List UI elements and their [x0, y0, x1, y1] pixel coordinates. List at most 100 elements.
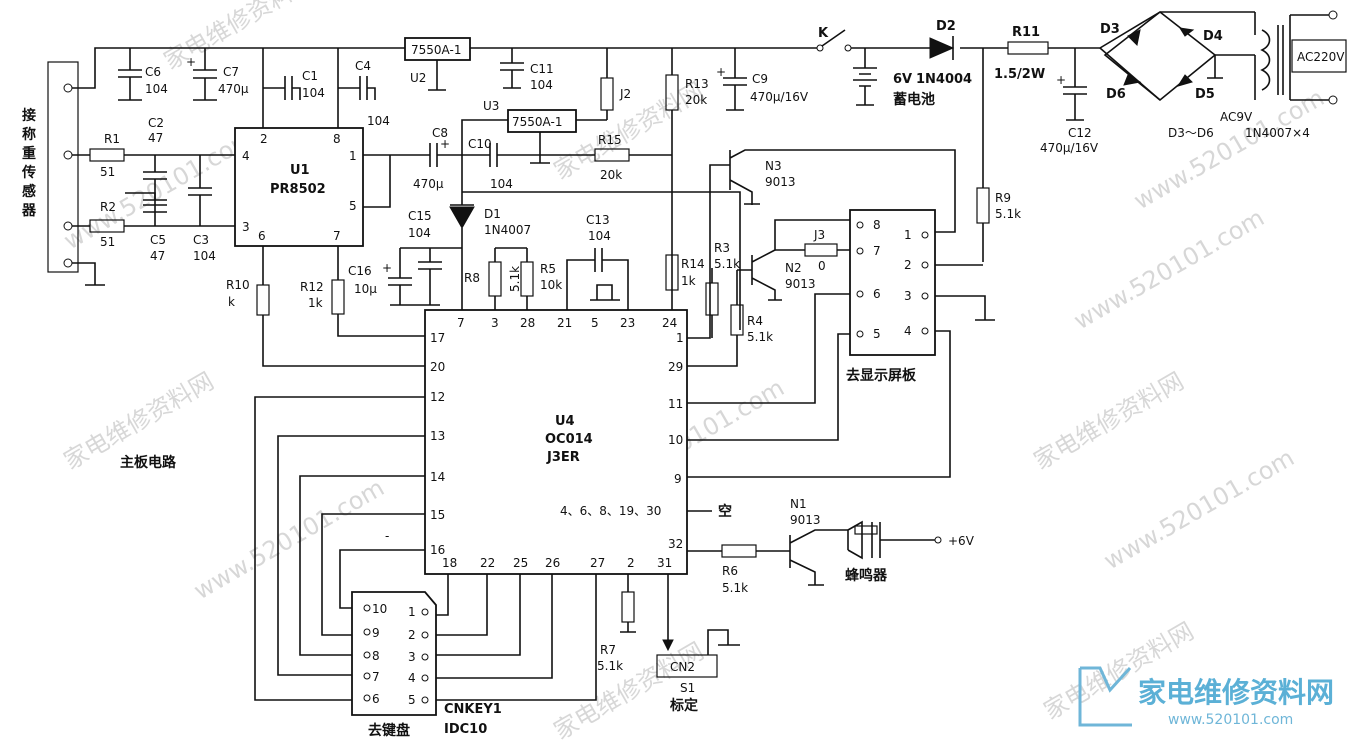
resistor-r9: R9 5.1k: [976, 48, 1021, 262]
svg-text:104: 104: [530, 78, 553, 92]
input-wires: [124, 154, 235, 227]
capacitor-c4: C4 104: [338, 59, 390, 128]
pin10-wire: [687, 333, 850, 441]
capacitor-c3: C3 104: [188, 155, 216, 263]
svg-text:9: 9: [372, 626, 380, 640]
svg-text:R7: R7: [600, 643, 616, 657]
svg-text:IDC10: IDC10: [444, 722, 487, 737]
svg-text:C16: C16: [348, 264, 372, 278]
svg-text:D5: D5: [1195, 87, 1215, 102]
svg-text:+: +: [186, 55, 196, 69]
svg-text:C1: C1: [302, 69, 318, 83]
svg-text:标定: 标定: [669, 697, 698, 714]
resistor-r1: R1 51: [89, 132, 125, 179]
svg-text:N3: N3: [765, 159, 782, 173]
svg-text:27: 27: [590, 556, 605, 570]
svg-text:5.1k: 5.1k: [722, 581, 748, 595]
capacitor-c1: C1 104: [263, 69, 325, 100]
svg-text:蓄电池: 蓄电池: [893, 91, 935, 108]
svg-text:R10: R10: [226, 278, 250, 292]
svg-text:16: 16: [430, 543, 445, 557]
svg-text:20k: 20k: [685, 93, 707, 107]
display-right-wires: [935, 264, 995, 321]
svg-text:3: 3: [904, 289, 912, 303]
svg-text:6: 6: [372, 692, 380, 706]
svg-text:104: 104: [588, 229, 611, 243]
dash-mark: -: [385, 529, 389, 543]
resistor-r11: R11 1.5/2W: [994, 25, 1049, 82]
svg-text:1k: 1k: [681, 274, 696, 288]
svg-text:4: 4: [904, 324, 912, 338]
resistor-r6: R6 5.1k: [687, 544, 790, 595]
svg-text:26: 26: [545, 556, 560, 570]
resistor-r5: R5 10k: [495, 247, 562, 310]
svg-text:32: 32: [668, 537, 683, 551]
svg-text:6: 6: [258, 229, 266, 243]
svg-text:5.1k: 5.1k: [597, 659, 623, 673]
svg-text:4: 4: [242, 149, 250, 163]
svg-text:24: 24: [662, 316, 677, 330]
svg-text:104: 104: [367, 114, 390, 128]
svg-text:7: 7: [372, 670, 380, 684]
svg-text:7: 7: [457, 316, 465, 330]
svg-text:1: 1: [408, 605, 416, 619]
svg-text:D4: D4: [1203, 29, 1223, 44]
svg-text:C3: C3: [193, 233, 209, 247]
svg-text:OC014: OC014: [545, 432, 593, 447]
battery: 6V 蓄电池: [853, 48, 935, 108]
svg-text:11: 11: [668, 397, 683, 411]
u1-output-wires: [363, 154, 430, 208]
svg-text:J2: J2: [619, 87, 631, 101]
svg-text:D2: D2: [936, 19, 956, 34]
svg-text:104: 104: [145, 82, 168, 96]
capacitor-c6: C6 104: [118, 48, 168, 101]
capacitor-c12: + C12 470μ/16V: [1040, 48, 1099, 155]
svg-text:20: 20: [430, 360, 445, 374]
keypad-connector: 10 9 8 7 6 1 2 3 4 5 CNKEY1 IDC10 去键盘: [351, 591, 502, 739]
svg-text:R3: R3: [714, 241, 730, 255]
svg-text:5.1k: 5.1k: [747, 330, 773, 344]
svg-text:1N4004: 1N4004: [916, 72, 972, 87]
svg-text:R13: R13: [685, 77, 709, 91]
svg-text:13: 13: [430, 429, 445, 443]
svg-text:R5: R5: [540, 262, 556, 276]
svg-text:PR8502: PR8502: [270, 182, 326, 197]
svg-text:5: 5: [591, 316, 599, 330]
logo-text: 家电维修资料网: [1138, 676, 1334, 709]
svg-text:CN2: CN2: [670, 660, 695, 674]
svg-text:CNKEY1: CNKEY1: [444, 702, 502, 717]
capacitor-c15: C15 104: [408, 209, 462, 305]
watermark-text: 家电维修资料网: [1029, 367, 1188, 475]
svg-text:C4: C4: [355, 59, 371, 73]
svg-text:+: +: [716, 65, 726, 79]
svg-text:C12: C12: [1068, 126, 1092, 140]
capacitor-c13: C13 104: [566, 213, 629, 310]
watermark-text: 家电维修资料网: [159, 0, 318, 75]
svg-text:+6V: +6V: [948, 534, 975, 548]
svg-text:C2: C2: [148, 116, 164, 130]
svg-text:2: 2: [260, 132, 268, 146]
svg-text:51: 51: [100, 235, 115, 249]
sensor-connector: 接 称 重 传 感 器: [21, 61, 79, 273]
svg-text:N2: N2: [785, 261, 802, 275]
sensor-label-4: 传: [21, 164, 36, 181]
watermark-url: www.520101.com: [1129, 84, 1329, 216]
svg-text:J3: J3: [813, 228, 825, 242]
svg-text:9013: 9013: [790, 513, 821, 527]
svg-text:7550A-1: 7550A-1: [512, 115, 562, 129]
svg-text:4: 4: [408, 671, 416, 685]
svg-text:9013: 9013: [765, 175, 796, 189]
diode-d1: D1 1N4007: [449, 155, 531, 330]
svg-text:R15: R15: [598, 133, 622, 147]
svg-text:2: 2: [627, 556, 635, 570]
svg-text:R11: R11: [1012, 25, 1040, 40]
svg-text:3: 3: [491, 316, 499, 330]
svg-text:U1: U1: [290, 163, 310, 178]
display-connector: 8 7 6 5 1 2 3 4 去显示屏板: [846, 209, 936, 384]
svg-text:7550A-1: 7550A-1: [411, 43, 461, 57]
svg-text:8: 8: [873, 218, 881, 232]
svg-text:1: 1: [676, 331, 684, 345]
svg-text:C6: C6: [145, 65, 161, 79]
resistor-r2: R2 51: [89, 200, 125, 249]
